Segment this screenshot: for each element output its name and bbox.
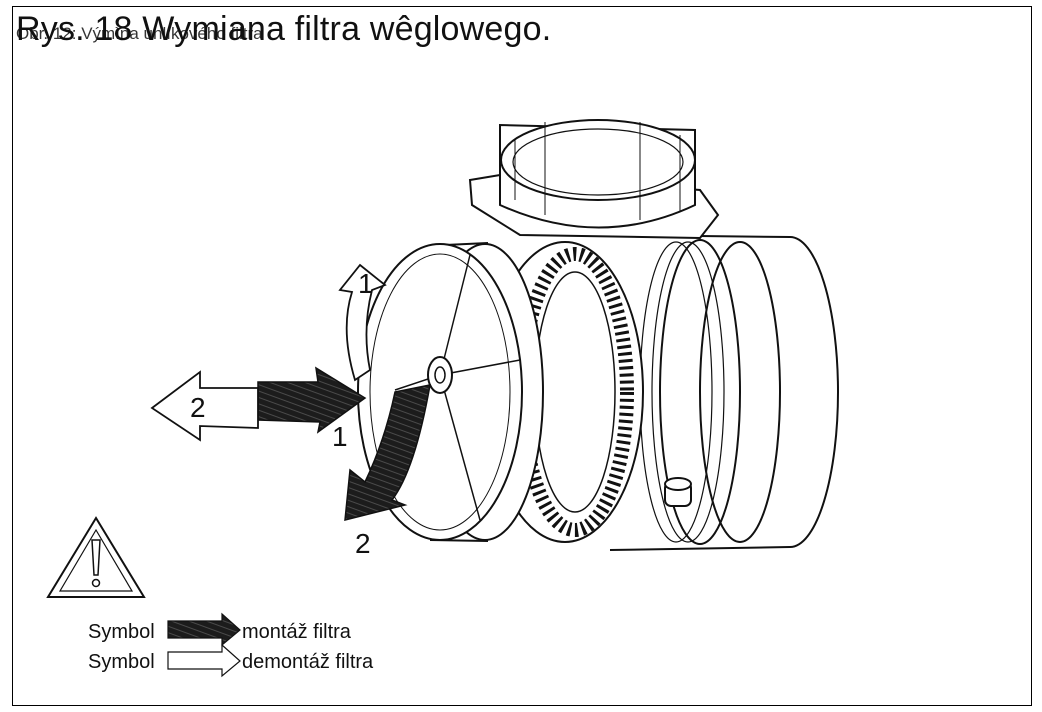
step-label-push-in: 1 — [332, 421, 348, 452]
rotate-in-arrow — [344, 384, 431, 521]
legend-install-label: montáž filtra — [242, 621, 352, 643]
legend-remove-symbol: Symbol — [88, 651, 155, 673]
rotate-out-arrow — [338, 263, 387, 382]
legend-install-arrow — [167, 612, 241, 647]
legend-remove-label: demontáž filtra — [242, 651, 374, 673]
legend: Symbol montáž filtra Symbol demontáž fil… — [88, 612, 374, 678]
warning-icon — [46, 516, 146, 598]
legend-remove-arrow — [167, 643, 241, 678]
push-in-arrow — [257, 366, 367, 434]
fan-motor-housing — [609, 234, 839, 551]
step-label-rotate-out: 1 — [358, 268, 374, 299]
step-label-pull-out: 2 — [190, 392, 206, 423]
pull-out-arrow — [150, 370, 259, 442]
step-label-rotate-in: 2 — [355, 528, 371, 559]
figure-title: Rys. 18 Wymiana filtra wêglowego. — [16, 10, 552, 48]
legend-install-symbol: Symbol — [88, 621, 155, 643]
side-connector — [664, 477, 692, 507]
figure-title-overlay: Obr. 12: Výmìna uhlíkového filtra — [16, 24, 263, 43]
outlet-duct — [468, 119, 720, 240]
figure-frame — [12, 6, 1032, 706]
